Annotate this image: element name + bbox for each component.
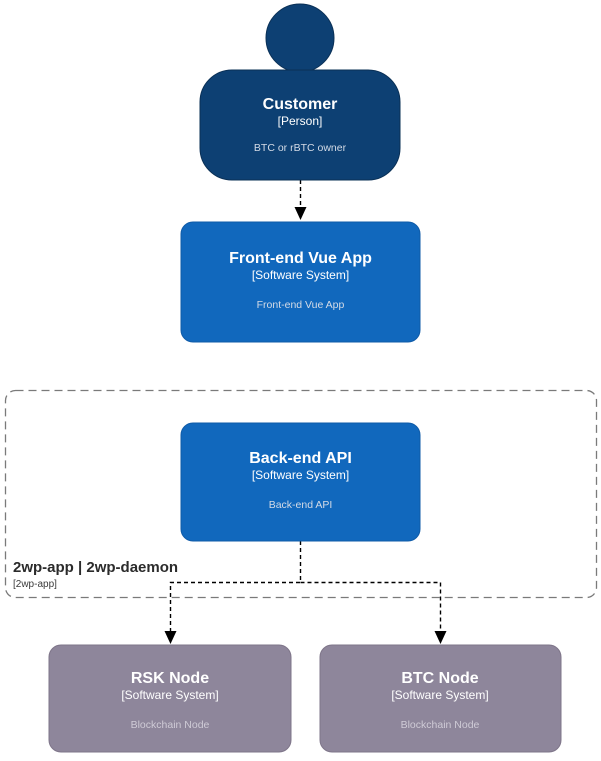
node-box (180, 221, 421, 343)
node-type-label: [Software System] (121, 688, 218, 702)
node-btc-node[interactable]: BTC Node [Software System] Blockchain No… (319, 644, 562, 753)
node-title: Front-end Vue App (229, 250, 372, 267)
edge-line-btc (300, 581, 442, 634)
edge-customer-to-frontend[interactable] (294, 180, 307, 220)
boundary-type-label: [2wp-app] (13, 579, 57, 590)
node-backend-api[interactable]: Back-end API [Software System] Back-end … (180, 422, 421, 542)
person-head-icon (265, 3, 335, 73)
boundary-2wp-app[interactable]: 2wp-app | 2wp-daemon [2wp-app] (4, 389, 598, 599)
node-rsk-node[interactable]: RSK Node [Software System] Blockchain No… (48, 644, 292, 753)
node-title: BTC Node (401, 670, 478, 687)
node-box (319, 644, 562, 753)
edge-line-rsk (169, 541, 302, 634)
boundary-rect (4, 389, 598, 599)
node-frontend-vue-app[interactable]: Front-end Vue App [Software System] Fron… (180, 221, 421, 343)
node-title: Customer (263, 96, 338, 113)
node-box (48, 644, 292, 753)
node-description: Front-end Vue App (257, 299, 345, 311)
boundary-title: 2wp-app | 2wp-daemon (13, 559, 178, 576)
node-title: RSK Node (131, 670, 209, 687)
node-type-label: [Software System] (252, 468, 349, 482)
node-customer[interactable]: Customer [Person] BTC or rBTC owner (199, 3, 401, 181)
arrow-head-icon (294, 207, 307, 220)
arrow-head-icon-rsk (164, 631, 177, 644)
node-description: Blockchain Node (131, 719, 210, 731)
node-type-label: [Software System] (252, 268, 349, 282)
node-description: BTC or rBTC owner (254, 142, 347, 154)
person-body-shape (199, 69, 401, 181)
node-type-label: [Person] (278, 114, 323, 128)
arrow-head-icon-btc (434, 631, 447, 644)
node-box (180, 422, 421, 542)
node-description: Back-end API (269, 499, 333, 511)
node-description: Blockchain Node (401, 719, 480, 731)
node-type-label: [Software System] (391, 688, 488, 702)
node-title: Back-end API (249, 450, 352, 467)
edge-backend-to-nodes[interactable] (164, 541, 447, 644)
